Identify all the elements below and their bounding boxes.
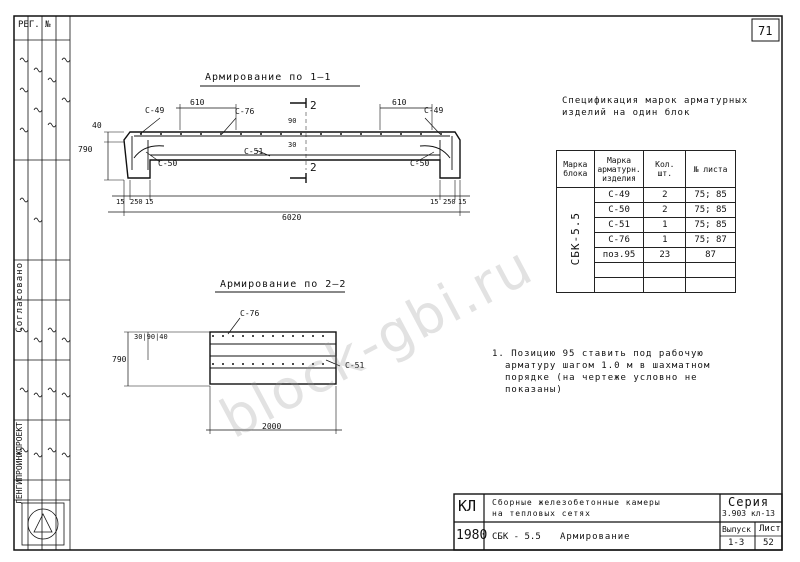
sheet-value: 52 [763, 538, 774, 548]
org-label: ЛЕНГИПРОИНЖПРОЕКТ [15, 422, 24, 504]
page-number-box [751, 18, 780, 42]
section-1-drawing [104, 85, 470, 216]
dim-30-90-40: 30|90|40 [134, 333, 168, 341]
dim-610-left: 610 [190, 98, 205, 107]
note-line3: порядке (на чертеже условно не [505, 373, 698, 383]
title-description-2: на тепловых сетях [492, 509, 591, 518]
label-c76-s2: С-76 [240, 309, 260, 318]
table-row: поз.95 23 87 [557, 247, 736, 263]
label-c50-left: С-50 [158, 159, 178, 168]
issue-value: 1-3 [728, 538, 745, 548]
note-line1: 1. Позицию 95 ставить под рабочую [492, 349, 704, 359]
spec-header-row: Марка блока Марка арматурн. изделия Кол.… [556, 150, 736, 188]
dim-2000: 2000 [262, 422, 282, 431]
title-part-title: Армирование [560, 532, 631, 542]
note-line2: арматуру шагом 1.0 м в шахматном [505, 361, 711, 371]
spec-title-line1: Спецификация марок арматурных [562, 96, 749, 106]
agreed-label: Согласовано [15, 262, 25, 333]
cut-mark-top: 2 [310, 99, 317, 112]
spec-header-mark-item: Марка арматурн. изделия [593, 150, 645, 188]
page-number: 71 [758, 24, 773, 38]
label-c49-left: С-49 [145, 106, 165, 115]
spec-header-sheet: № листа [685, 150, 736, 188]
issue-label: Выпуск [722, 525, 751, 534]
reg-label: РЕГ. № [18, 20, 51, 30]
dim-790-s2: 790 [112, 355, 127, 364]
table-cell: 2 [643, 187, 687, 203]
table-cell [643, 277, 687, 293]
dim-15-right-1: 15 [430, 198, 439, 206]
table-cell: С-76 [593, 232, 645, 248]
table-row: СБК-5.5 С-49 2 75; 85 [556, 187, 736, 293]
spec-block-cell: СБК-5.5 [556, 187, 595, 293]
label-c51-s2: С-51 [345, 361, 365, 370]
title-year: 1980 [456, 528, 488, 543]
table-cell [685, 277, 736, 293]
dim-15-left-2: 15 [145, 198, 154, 206]
dim-15-left-1: 15 [116, 198, 125, 206]
label-c51: С-51 [244, 147, 264, 156]
label-c50-right: С-50 [410, 159, 430, 168]
section-2-title: Армирование по 2—2 [220, 279, 347, 290]
dim-610-right: 610 [392, 98, 407, 107]
table-cell: С-51 [593, 217, 645, 233]
table-cell: С-49 [593, 187, 645, 203]
spec-header-mark-block: Марка блока [556, 150, 595, 188]
dim-6020: 6020 [282, 213, 302, 222]
table-cell: 23 [643, 247, 687, 263]
series-value: 3.903 кл-13 [722, 509, 775, 518]
left-stamp-strip [13, 15, 71, 551]
table-cell [643, 262, 687, 278]
table-cell [593, 277, 645, 293]
title-description-1: Сборные железобетонные камеры [492, 498, 661, 507]
table-cell [685, 262, 736, 278]
dim-250-right: 250 [443, 198, 456, 206]
label-c49-right: С-49 [424, 106, 444, 115]
table-cell: 1 [643, 217, 687, 233]
dim-790: 790 [78, 145, 93, 154]
label-c76: С-76 [235, 107, 255, 116]
dim-90: 90 [288, 117, 297, 125]
title-kl: КЛ [458, 497, 477, 515]
table-cell: 75; 85 [685, 202, 736, 218]
table-cell: поз.95 [593, 247, 645, 263]
spec-header-qty: Кол. шт. [643, 150, 687, 188]
dim-30: 30 [288, 141, 297, 149]
series-label: Серия [728, 495, 770, 509]
table-cell: 75; 85 [685, 187, 736, 203]
spec-title-line2: изделий на один блок [562, 108, 691, 118]
title-part: СБК - 5.5 [492, 532, 541, 542]
table-cell: 1 [643, 232, 687, 248]
section-1-title: Армирование по 1—1 [205, 72, 332, 83]
dim-40: 40 [92, 121, 102, 130]
table-cell: 87 [685, 247, 736, 263]
spec-table: Марка блока Марка арматурн. изделия Кол.… [556, 150, 736, 293]
dim-250-left: 250 [130, 198, 143, 206]
note-line4: показаны) [505, 385, 563, 395]
table-cell: 2 [643, 202, 687, 218]
table-cell: 75; 87 [685, 232, 736, 248]
table-cell: 75; 85 [685, 217, 736, 233]
table-row [557, 277, 736, 293]
spec-block-label: СБК-5.5 [568, 211, 582, 266]
table-row: С-76 1 75; 87 [557, 232, 736, 248]
table-cell [593, 262, 645, 278]
sheet-label: Лист [759, 524, 781, 534]
title-block [453, 493, 783, 551]
table-cell: С-50 [593, 202, 645, 218]
dim-15-right-2: 15 [458, 198, 467, 206]
cut-mark-bottom: 2 [310, 161, 317, 174]
section-2-drawing [124, 291, 345, 434]
